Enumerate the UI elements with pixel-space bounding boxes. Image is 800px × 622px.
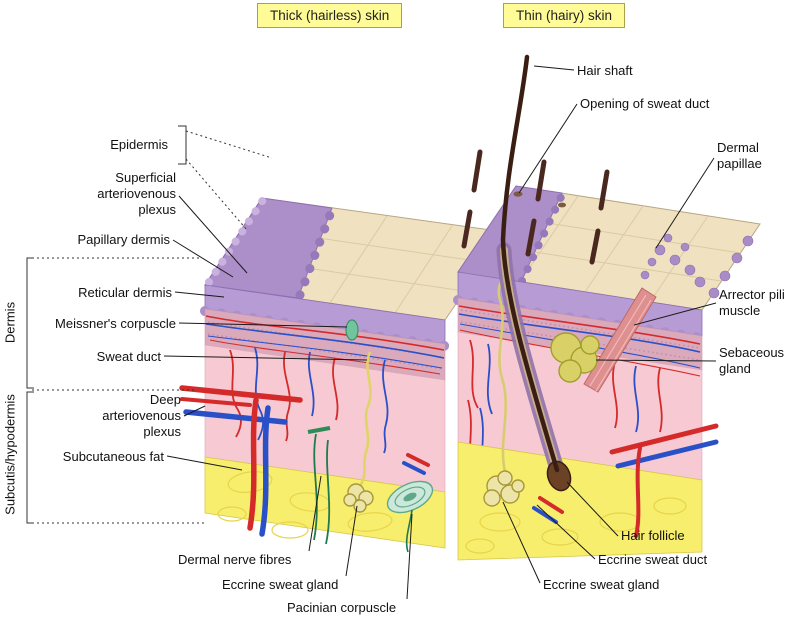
deep-arteriovenous-plexus bbox=[179, 385, 303, 537]
label-superficial-plexus: Superficial arteriovenous plexus bbox=[97, 170, 176, 217]
label-opening-of-sweat-duct: Opening of sweat duct bbox=[580, 96, 710, 111]
title-thin-skin: Thin (hairy) skin bbox=[503, 3, 626, 28]
label-dermis-side: Dermis bbox=[2, 301, 18, 344]
label-sebaceous-gland: Sebaceous gland bbox=[719, 345, 785, 376]
label-sweat-duct: Sweat duct bbox=[96, 349, 161, 364]
label-hair-shaft: Hair shaft bbox=[577, 63, 633, 78]
label-subcutaneous-fat: Subcutaneous fat bbox=[62, 449, 164, 464]
title-thick-skin: Thick (hairless) skin bbox=[257, 3, 403, 28]
label-eccrine-sweat-duct: Eccrine sweat duct bbox=[598, 552, 708, 567]
eccrine-sweat-gland-left bbox=[343, 483, 374, 513]
eccrine-sweat-gland-right bbox=[483, 470, 525, 507]
hair-stubs bbox=[461, 149, 610, 265]
label-hair-follicle: Hair follicle bbox=[621, 528, 685, 543]
pacinian-corpuscle bbox=[386, 480, 434, 514]
label-eccrine-sweat-gland-left: Eccrine sweat gland bbox=[222, 577, 339, 592]
label-eccrine-sweat-gland-right: Eccrine sweat gland bbox=[543, 577, 660, 592]
label-arrector-pili-muscle: Arrector pili muscle bbox=[719, 287, 785, 318]
sweat-duct-opening bbox=[513, 191, 523, 197]
label-pacinian-corpuscle: Pacinian corpuscle bbox=[287, 600, 397, 615]
meissners-corpuscle bbox=[345, 319, 359, 341]
thick-skin-block bbox=[179, 196, 506, 553]
label-reticular-dermis: Reticular dermis bbox=[78, 285, 172, 300]
thin-skin-block bbox=[453, 54, 761, 561]
label-dermal-nerve-fibres: Dermal nerve fibres bbox=[178, 552, 292, 567]
arrector-pili-muscle bbox=[583, 287, 657, 393]
label-epidermis: Epidermis bbox=[110, 137, 168, 152]
dermal-nerve-fibres bbox=[307, 426, 331, 545]
hair-shaft bbox=[500, 54, 560, 473]
label-deep-plexus: Deep arteriovenous plexus bbox=[102, 392, 181, 439]
label-subcutis-hypodermis-side: Subcutis/hypodermis bbox=[2, 394, 18, 515]
eccrine-sweat-duct bbox=[497, 273, 508, 473]
brackets bbox=[26, 125, 273, 524]
sweat-duct bbox=[358, 351, 372, 487]
thick-dermal-vessels bbox=[207, 335, 443, 454]
deep-plexus-right bbox=[609, 423, 719, 538]
fat-lobule-texture-right bbox=[465, 497, 687, 554]
leader-lines bbox=[163, 65, 717, 600]
dermal-papillae bbox=[640, 233, 754, 299]
label-dermal-papillae: Dermal papillae bbox=[717, 140, 762, 171]
label-papillary-dermis: Papillary dermis bbox=[77, 232, 170, 247]
label-meissners-corpuscle: Meissner's corpuscle bbox=[55, 316, 176, 331]
